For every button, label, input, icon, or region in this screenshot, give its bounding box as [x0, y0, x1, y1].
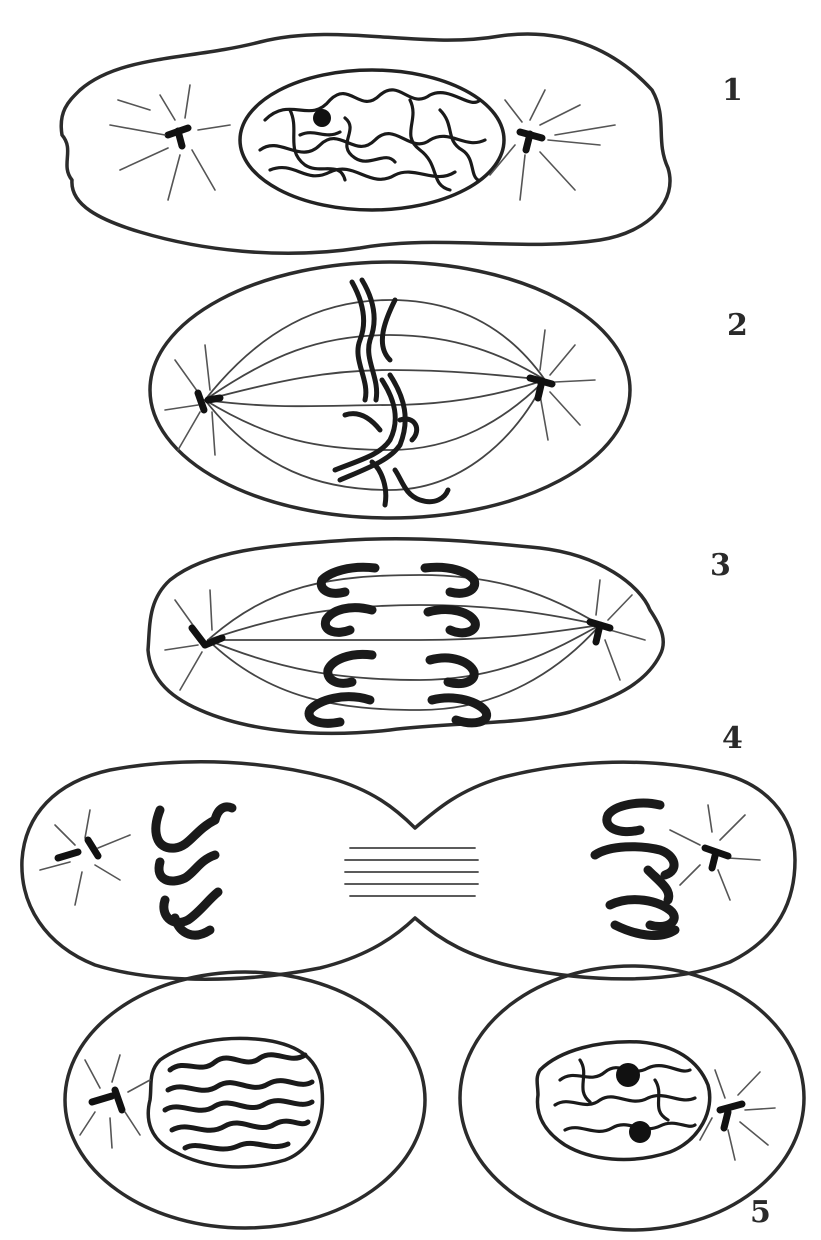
cell-1-chromatin — [260, 90, 485, 190]
cell-5-right — [460, 966, 804, 1230]
cell-4-centrosome-right — [705, 848, 728, 868]
cell-4-centrosome-left — [58, 840, 98, 858]
stage-label-2: 2 — [727, 308, 748, 343]
cell-2-metaphase-chromosomes — [335, 280, 448, 505]
cell-3-centrosome-left — [192, 628, 222, 645]
cell-5-right-chromatin — [555, 1060, 695, 1143]
cell-4-chromosomes-left — [156, 807, 232, 935]
cell-2 — [150, 262, 630, 518]
cell-3-membrane — [148, 539, 663, 734]
cell-2-centrosome-right — [530, 378, 552, 398]
cell-3-spindle — [208, 575, 600, 710]
stage-label-1: 1 — [722, 73, 743, 108]
cell-3-asters — [165, 580, 645, 690]
cell-5-right-asters — [700, 1070, 775, 1160]
cell-5-left-centrosome — [92, 1090, 122, 1110]
stage-label-4: 4 — [722, 721, 743, 756]
cell-3-chromatids-right — [425, 567, 487, 723]
cell-4-asters-left — [40, 810, 130, 905]
cell-5-right-centrosome — [720, 1104, 742, 1128]
cell-1 — [61, 34, 670, 253]
cell-4-midbody-fibers — [345, 848, 478, 896]
cell-5-right-membrane — [460, 966, 804, 1230]
cell-1-centrosome-left — [168, 128, 188, 146]
cell-4-chromosomes-right — [595, 803, 675, 935]
cell-3-chromatids-left — [309, 567, 375, 723]
stage-label-5: 5 — [750, 1195, 771, 1230]
cell-1-centrosome-right — [520, 132, 542, 150]
stage-label-3: 3 — [710, 548, 731, 583]
cell-3 — [148, 539, 663, 734]
cell-5-left-chromatin — [165, 1055, 312, 1149]
cell-4-membrane — [22, 762, 795, 980]
cell-5-left — [65, 972, 425, 1228]
cell-4 — [22, 762, 795, 980]
